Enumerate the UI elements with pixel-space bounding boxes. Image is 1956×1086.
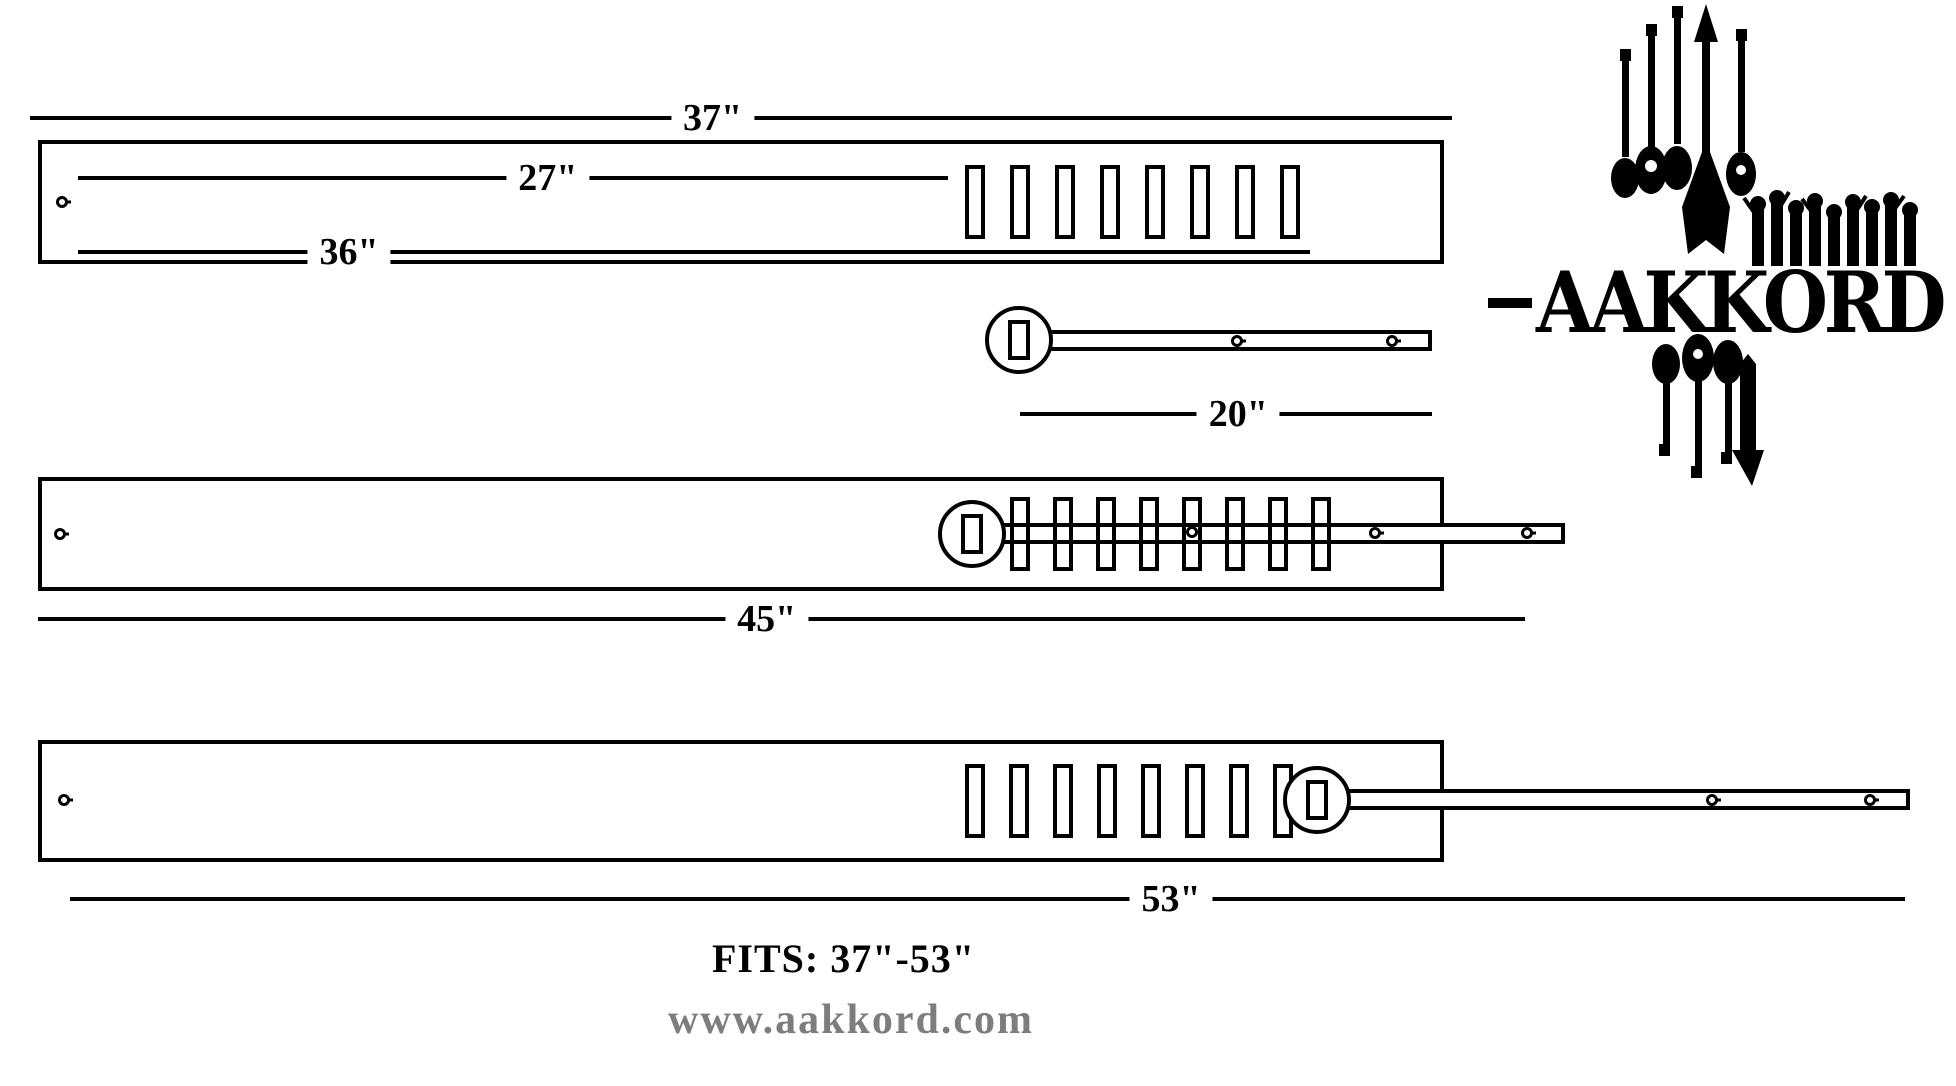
tail-hole <box>1864 794 1876 806</box>
adjustment-slot <box>1235 165 1255 239</box>
adjustment-slot <box>1055 165 1075 239</box>
logo-guitars-top-icon <box>1611 4 1756 254</box>
dim-label-20: 20" <box>1196 395 1280 433</box>
tail-round-end <box>1283 766 1351 834</box>
strap-end-hole <box>54 528 66 540</box>
adjustment-slot <box>1280 165 1300 239</box>
adjustment-slot <box>1010 165 1030 239</box>
dim-label-36: 36" <box>307 233 391 271</box>
adjustment-slot <box>1139 497 1159 571</box>
adjustment-slot <box>1009 764 1029 838</box>
tail-hole <box>1386 335 1398 347</box>
adjustment-slot <box>965 165 985 239</box>
dim-label-27: 27" <box>506 159 590 197</box>
tail-end-slot <box>1306 780 1328 820</box>
dim-line-36: 36" <box>78 233 1310 271</box>
adjustment-slot <box>1141 764 1161 838</box>
dim-label-53: 53" <box>1129 880 1213 918</box>
strap-end-hole <box>56 196 68 208</box>
dim-label-45: 45" <box>725 600 809 638</box>
dim-label-37: 37" <box>670 99 755 137</box>
dim-line-20: 20" <box>1020 395 1432 433</box>
logo-dash <box>1488 298 1532 308</box>
logo-crowd-icon <box>1742 190 1918 266</box>
tail-hole <box>1186 526 1198 538</box>
logo-wordmark: AAKKORD <box>1535 253 1944 352</box>
strap-end-hole <box>58 794 70 806</box>
website-url: www.aakkord.com <box>668 997 1035 1043</box>
tail-round-end <box>985 306 1053 374</box>
strap-body-min <box>38 477 1444 591</box>
adjustment-slot <box>1100 165 1120 239</box>
tail-hole <box>1521 527 1533 539</box>
adjustment-slot <box>1145 165 1165 239</box>
adjustment-slot <box>1053 497 1073 571</box>
adjustment-slot <box>1053 764 1073 838</box>
dim-line-37: 37" <box>30 99 1452 137</box>
logo-wordmark-group: AAKKORD <box>1488 253 1949 352</box>
strap-body-flat <box>38 140 1444 264</box>
adjustment-slot <box>1190 165 1210 239</box>
adjustment-slot <box>1268 497 1288 571</box>
adjustment-slot <box>1229 764 1249 838</box>
tail-hole <box>1706 794 1718 806</box>
dim-line-27: 27" <box>78 159 948 197</box>
adjustment-slot <box>1311 497 1331 571</box>
tail-hole <box>1231 335 1243 347</box>
adjustment-slot <box>1225 497 1245 571</box>
strap-body-max <box>38 740 1444 862</box>
aakkord-logo: AAKKORD <box>1488 4 1949 486</box>
adjustment-slot <box>965 764 985 838</box>
adjustment-slot <box>1097 764 1117 838</box>
logo-guitars-bottom-icon <box>1652 334 1764 486</box>
adjustment-slot <box>1185 764 1205 838</box>
dim-line-45: 45" <box>38 600 1525 638</box>
tail-end-slot <box>1008 320 1030 360</box>
tail-hole <box>1369 527 1381 539</box>
adjustment-slot <box>1096 497 1116 571</box>
adjustment-slot <box>1010 497 1030 571</box>
adjustment-slot <box>1182 497 1202 571</box>
fits-range-label: FITS: 37"-53" <box>712 936 975 981</box>
dim-line-53: 53" <box>70 880 1905 918</box>
tail-strip <box>1315 789 1910 810</box>
tail-end-slot <box>961 514 983 554</box>
